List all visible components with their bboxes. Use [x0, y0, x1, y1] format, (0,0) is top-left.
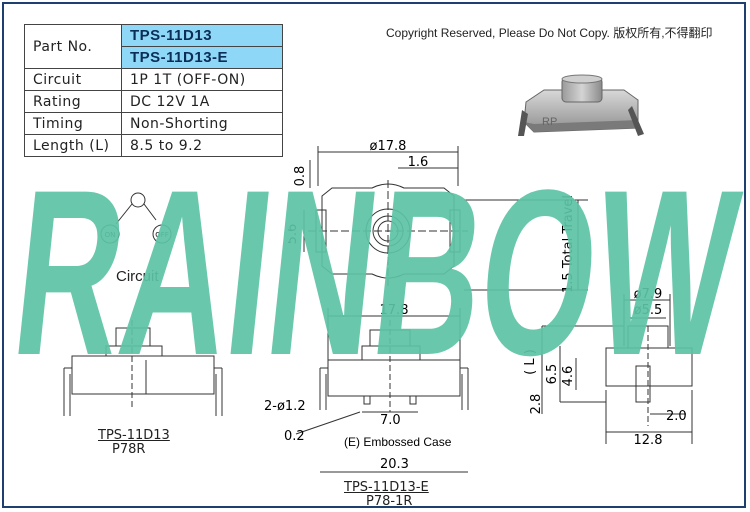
- right-dim-length: ( L ): [523, 349, 538, 375]
- center-dim-overall: 20.3: [380, 457, 409, 472]
- right-dim-h3: 2.8: [529, 394, 544, 415]
- center-side-view: 17.8 2-ø1.2 7.0 0.2 (E) Embossed Case 20…: [264, 303, 469, 473]
- model-cell: TPS-11D13: [121, 24, 283, 47]
- dim-tab: 0.8: [293, 166, 308, 187]
- circuit-on-label: ON: [105, 231, 116, 239]
- top-view-drawing: ø17.8 1.6 0.8 5.6 1.5 Total Travel: [288, 140, 588, 293]
- center-emboss-note: (E) Embossed Case: [344, 435, 452, 449]
- circuit-symbol: ON OFF: [100, 192, 172, 244]
- right-side-view: ø7.9 ø5.5 ( L ) 6.5 4.6 2.8 2.0 12.8: [523, 287, 693, 448]
- center-view-model: TPS-11D13-E: [344, 480, 429, 495]
- right-dim-h1: 6.5: [545, 364, 560, 385]
- left-view-model: TPS-11D13: [98, 428, 170, 443]
- circuit-label: Circuit: [116, 268, 159, 285]
- center-dim-pitch: 7.0: [380, 413, 401, 428]
- center-view-code: P78-1R: [366, 494, 413, 509]
- spec-label: Length (L): [24, 134, 122, 157]
- spec-label: Rating: [24, 90, 122, 113]
- copyright-notice: Copyright Reserved, Please Do Not Copy. …: [386, 26, 713, 40]
- spec-label: Timing: [24, 112, 122, 135]
- right-dim-inner: ø5.5: [634, 303, 663, 318]
- right-dim-pin: 2.0: [666, 409, 687, 424]
- center-dim-pin-spec: 2-ø1.2: [264, 399, 306, 414]
- embossed-rp-text: RP: [542, 116, 557, 128]
- circuit-off-label: OFF: [155, 231, 169, 239]
- model-cell: TPS-11D13-E: [121, 46, 283, 69]
- right-dim-outer: ø7.9: [634, 287, 663, 302]
- center-dim-tolerance: 0.2: [284, 429, 305, 444]
- dim-total-travel: 1.5 Total Travel: [561, 195, 576, 293]
- spec-value: Non-Shorting: [121, 112, 283, 135]
- product-photo: RP: [518, 74, 644, 136]
- spec-label: Circuit: [24, 68, 122, 91]
- center-dim-width: 17.8: [380, 303, 409, 318]
- left-view-code: P78R: [112, 442, 146, 457]
- spec-value: 1P 1T (OFF-ON): [121, 68, 283, 91]
- dim-height: 5.6: [288, 224, 300, 245]
- dim-top-width: ø17.8: [370, 140, 407, 154]
- right-dim-h2: 4.6: [561, 366, 576, 387]
- left-side-view: [63, 320, 223, 416]
- spec-value: 8.5 to 9.2: [121, 134, 283, 157]
- spec-value: DC 12V 1A: [121, 90, 283, 113]
- right-dim-width: 12.8: [634, 433, 663, 448]
- spec-table: Part No. TPS-11D13 TPS-11D13-E Circuit 1…: [24, 24, 283, 157]
- part-no-label: Part No.: [24, 24, 122, 69]
- dim-hole-offset: 1.6: [408, 155, 429, 170]
